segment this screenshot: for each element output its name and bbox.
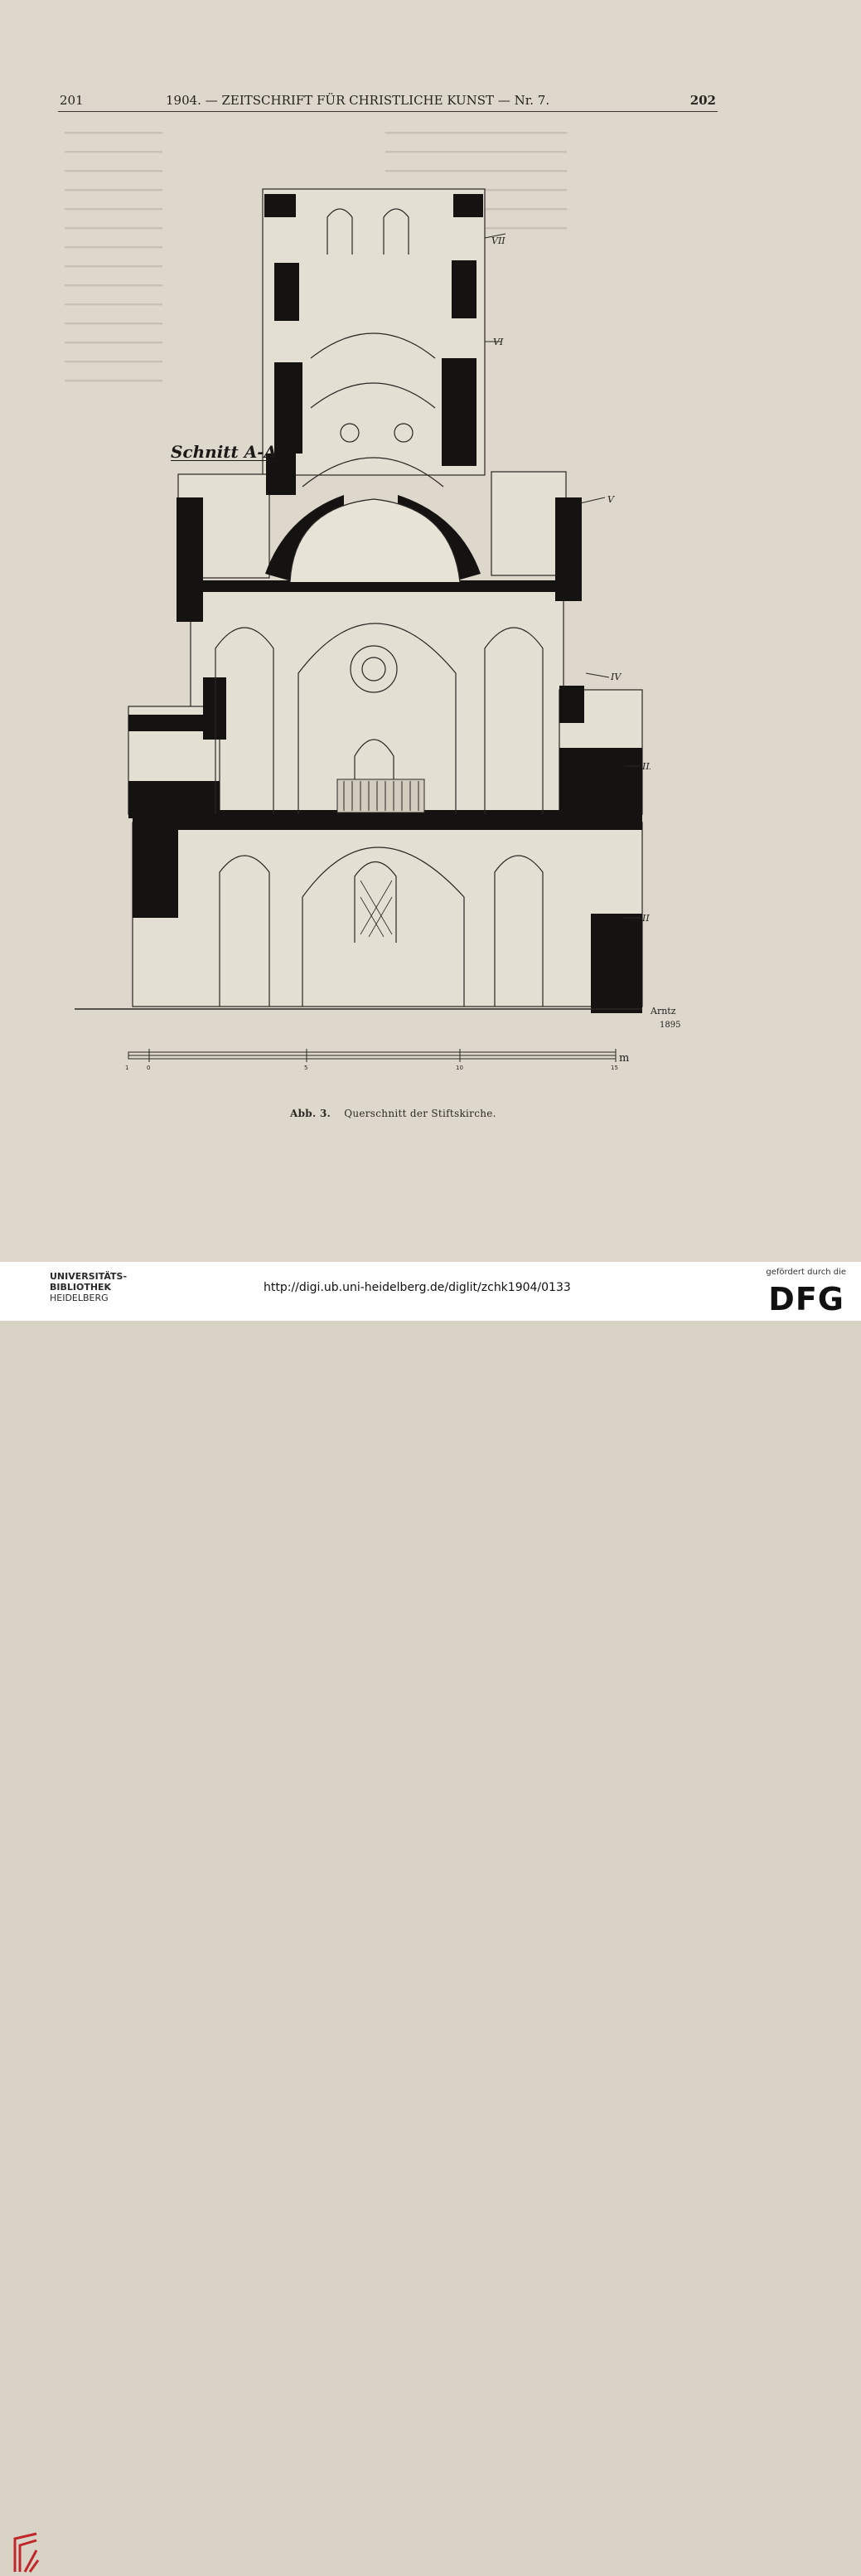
scale-tick-1: 1 xyxy=(125,1065,128,1071)
scale-tick-10: 10 xyxy=(456,1065,463,1071)
library-name: UNIVERSITÄTS- BIBLIOTHEK HEIDELBERG xyxy=(50,1271,127,1303)
bleed-through-left: ━━━━━━━━━━━━━━ ━━━━━━━━━━━━━━ ━━━━━━━━━━… xyxy=(65,127,163,388)
page-number-right: 202 xyxy=(689,93,716,108)
figure-number: Abb. 3. xyxy=(290,1108,331,1119)
library-line-1: UNIVERSITÄTS- xyxy=(50,1271,128,1282)
scale-bar xyxy=(128,1049,617,1062)
library-line-2: BIBLIOTHEK xyxy=(50,1282,112,1293)
level-label-v: V xyxy=(607,494,615,505)
library-line-3: HEIDELBERG xyxy=(50,1293,109,1303)
figure-caption-text: Querschnitt der Stiftskirche. xyxy=(344,1108,496,1119)
page-number-left: 201 xyxy=(60,93,84,108)
funding-note: gefördert durch die xyxy=(766,1268,846,1277)
scale-tick-5: 5 xyxy=(304,1065,307,1071)
level-label-vi: VI xyxy=(493,337,504,347)
drawing-year: 1895 xyxy=(660,1021,681,1030)
level-label-iii: III xyxy=(641,761,651,772)
scale-unit: m xyxy=(619,1052,629,1065)
scale-tick-15: 15 xyxy=(611,1065,618,1071)
permalink-url[interactable]: http://digi.ub.uni-heidelberg.de/diglit/… xyxy=(264,1281,571,1294)
dfg-logo: DFG xyxy=(768,1281,844,1317)
running-header: 201 1904. — ZEITSCHRIFT FÜR CHRISTLICHE … xyxy=(58,90,718,112)
running-title: 1904. — ZEITSCHRIFT FÜR CHRISTLICHE KUNS… xyxy=(166,93,550,108)
draftsman-signature: Arntz xyxy=(651,1006,676,1016)
level-label-vii: VII xyxy=(491,235,505,246)
scanned-page: 201 1904. — ZEITSCHRIFT FÜR CHRISTLICHE … xyxy=(0,0,861,1262)
section-label: Schnitt A-A xyxy=(171,442,278,462)
level-label-iv: IV xyxy=(610,672,622,682)
church-cross-section-drawing: VII VI V IV III II 1 0 5 10 15 m xyxy=(75,188,651,1071)
level-label-ii: II xyxy=(641,913,650,924)
scale-tick-0: 0 xyxy=(147,1065,150,1071)
university-library-logo-icon xyxy=(13,2532,40,2573)
figure-caption: Abb. 3. Querschnitt der Stiftskirche. xyxy=(290,1108,496,1119)
